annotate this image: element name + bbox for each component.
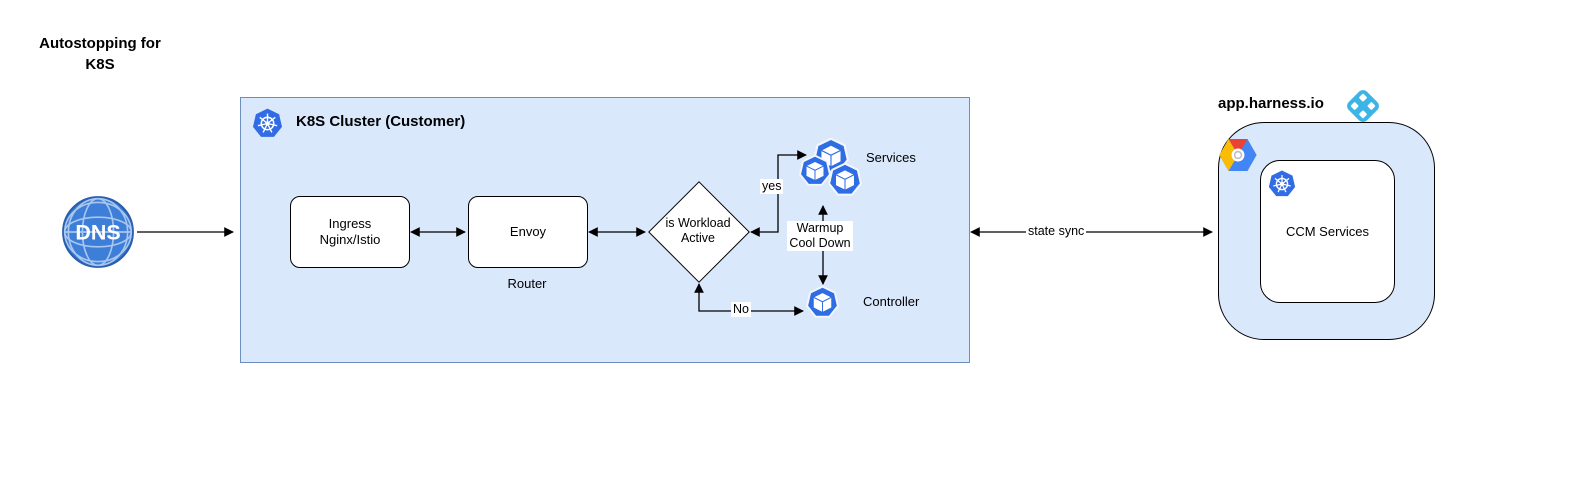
node-envoy-label: Envoy	[509, 224, 547, 239]
controller-pod-icon	[806, 286, 839, 319]
node-ingress: Ingress Nginx/Istio	[290, 196, 410, 268]
router-label: Router	[507, 276, 547, 291]
decision-label: is Workload Active	[665, 216, 731, 245]
google-cloud-icon	[1219, 136, 1257, 174]
kubernetes-icon	[1268, 170, 1296, 198]
no-edge-label: No	[731, 302, 751, 317]
yes-edge-label: yes	[760, 179, 784, 194]
services-label: Services	[866, 150, 916, 165]
state-sync-label: state sync	[1026, 224, 1087, 239]
cluster-title: K8S Cluster (Customer)	[296, 113, 466, 130]
diagram-title-line2: K8S	[85, 56, 115, 73]
kubernetes-icon	[252, 108, 283, 139]
service-pod-icon	[828, 163, 862, 197]
controller-label: Controller	[863, 294, 920, 309]
node-envoy: Envoy	[468, 196, 588, 268]
diagram-title-line1: Autostopping for	[39, 35, 161, 52]
ccm-services-label: CCM Services	[1285, 224, 1370, 239]
warmup-cooldown-label: Warmup Cool Down	[785, 221, 855, 251]
harness-logo-icon	[1344, 87, 1382, 125]
node-ingress-label: Ingress Nginx/Istio	[319, 216, 381, 247]
service-pod-icon	[799, 155, 831, 187]
diagram-title: Autostopping for K8S	[20, 33, 180, 75]
dns-globe-icon	[61, 195, 135, 269]
harness-title: app.harness.io	[1218, 95, 1324, 112]
